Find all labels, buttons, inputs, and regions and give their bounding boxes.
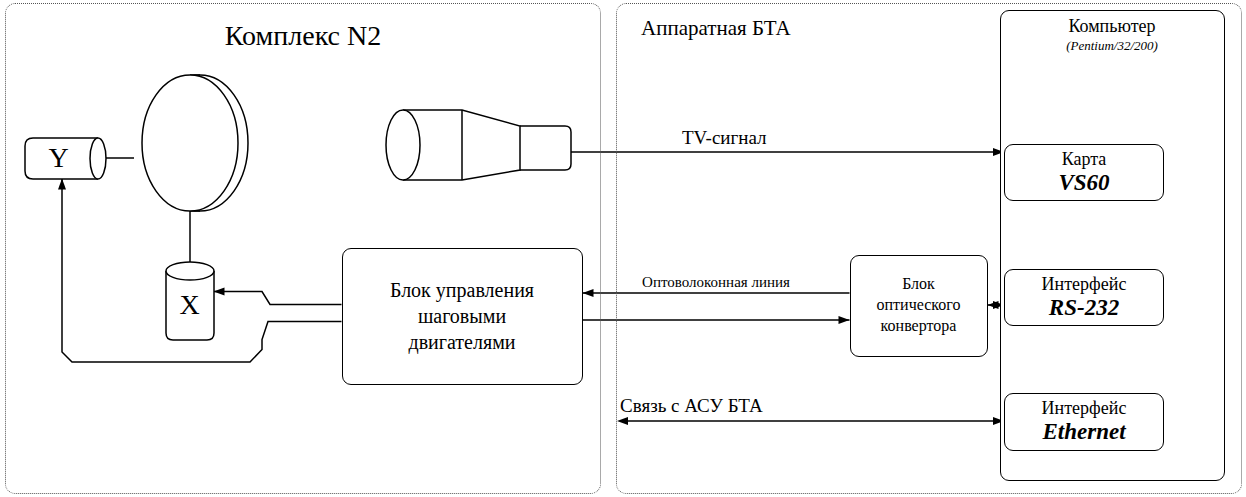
network-line xyxy=(622,420,1000,422)
signal-line xyxy=(571,151,1000,153)
signal-label: TV-сигнал xyxy=(682,128,767,149)
node-sublabel: VS60 xyxy=(1058,170,1109,196)
node-sublabel: Ethernet xyxy=(1042,419,1125,445)
connector xyxy=(583,316,850,324)
connector xyxy=(214,288,342,305)
y-motor: Y xyxy=(25,138,107,179)
converter-box: Блок оптического конвертора xyxy=(850,255,988,357)
link-label: Связь с АСУ БТА xyxy=(620,396,763,417)
control-room-region: Аппаратная БТАКомпьютер(Pentium/32/200)К… xyxy=(616,3,1242,494)
node-label: Интерфейс xyxy=(1042,274,1127,295)
node-label: Интерфейс xyxy=(1042,398,1127,419)
interface-box: ИнтерфейсRS-232 xyxy=(1004,269,1164,326)
edge-label: Оптоволоконная линия xyxy=(642,274,790,291)
node-label: Аппаратная БТА xyxy=(641,16,791,40)
node-label: Комплекс N2 xyxy=(6,20,600,52)
stepper-controller-box: Блок управления шаговыми двигателями xyxy=(342,248,583,385)
interface-box: ИнтерфейсEthernet xyxy=(1004,393,1164,451)
node-sublabel: (Pentium/32/200) xyxy=(1001,39,1224,54)
connector xyxy=(58,179,342,363)
node-label: Карта xyxy=(1062,149,1107,170)
node-label: Блок управления шаговыми двигателями xyxy=(343,277,582,355)
tv-camera xyxy=(386,110,571,180)
disk-front xyxy=(142,75,238,211)
node-label: X xyxy=(179,279,199,321)
shaft xyxy=(189,211,191,266)
node-sublabel: RS-232 xyxy=(1049,295,1119,321)
node-label: Блок оптического конвертора xyxy=(851,274,987,336)
connector xyxy=(583,289,850,297)
arrow-head xyxy=(617,417,628,425)
complex-region: Комплекс N2 Y X Блок управления шаговыми дв… xyxy=(5,3,601,494)
shaft xyxy=(104,157,134,159)
computer-box: Компьютер (Pentium/32/200) КартаVS60Интерф… xyxy=(1000,10,1225,481)
x-motor: X xyxy=(166,262,214,340)
node-label: Компьютер xyxy=(1001,16,1224,37)
card-box: КартаVS60 xyxy=(1004,144,1164,201)
node-label: Y xyxy=(48,142,82,174)
